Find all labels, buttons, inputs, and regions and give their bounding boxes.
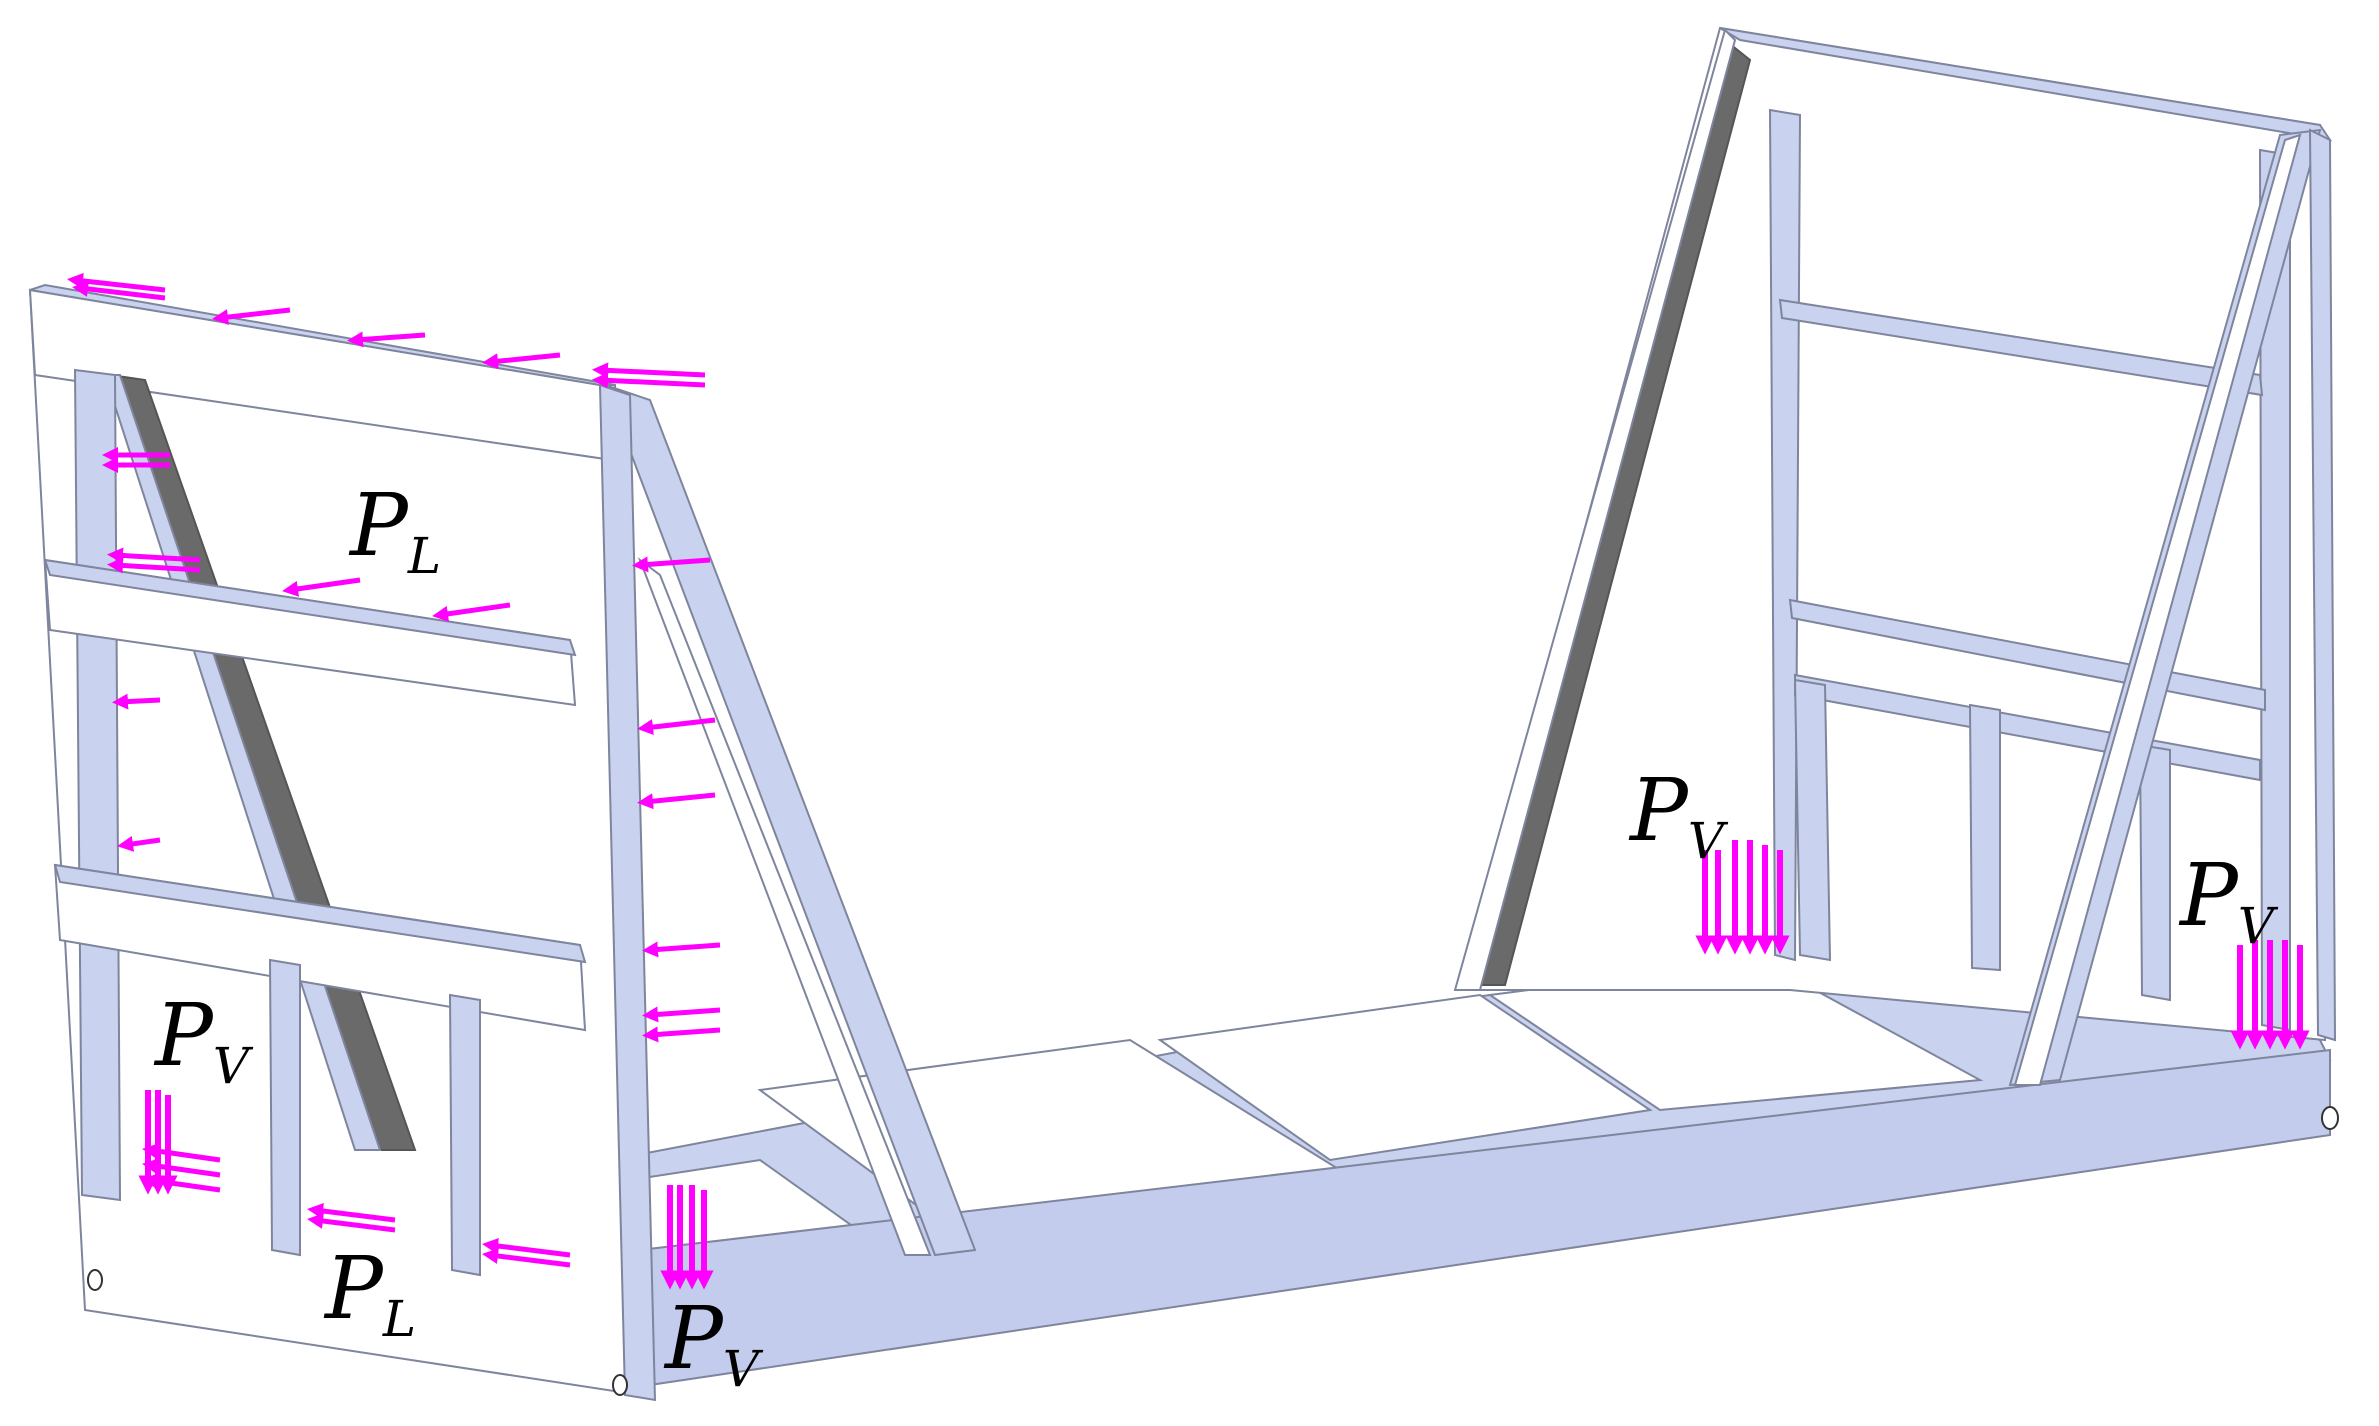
arrow-icon xyxy=(307,1213,396,1233)
arrow-icon xyxy=(592,372,706,389)
arrow-icon xyxy=(282,577,361,597)
arrow-icon xyxy=(642,941,721,958)
left-end-frame xyxy=(28,283,977,1402)
label-pv-right-inner: PV xyxy=(1628,761,1729,870)
arrow-icon xyxy=(307,1203,396,1223)
arrow-icon xyxy=(592,362,706,379)
load-labels: PL PV PL PV PV PV xyxy=(153,476,2279,1398)
longitudinal-load-arrows xyxy=(67,272,721,1268)
arrow-icon xyxy=(637,717,716,736)
arrow-icon xyxy=(642,1006,721,1023)
arrow-icon xyxy=(212,307,291,326)
label-pl-lower: PL xyxy=(323,1239,416,1348)
arrow-icon xyxy=(67,272,166,293)
arrow-icon xyxy=(107,547,201,564)
arrow-icon xyxy=(347,331,426,348)
label-pv-left: PV xyxy=(153,986,254,1095)
right-end-frame xyxy=(1453,26,2337,1087)
arrow-icon xyxy=(482,1238,571,1258)
arrow-icon xyxy=(142,1143,221,1163)
label-pl-upper: PL xyxy=(348,476,441,585)
arrow-icon xyxy=(142,1158,221,1178)
label-pv-right-outer: PV xyxy=(2178,846,2279,955)
label-pv-front: PV xyxy=(663,1289,764,1398)
arrow-icon xyxy=(637,792,716,810)
arrow-icon xyxy=(642,1026,721,1043)
arrow-icon xyxy=(107,557,201,574)
arrow-icon xyxy=(117,835,161,852)
arrow-icon xyxy=(482,352,561,370)
arrow-icon xyxy=(482,1248,571,1268)
arrow-icon xyxy=(112,693,161,710)
arrow-icon xyxy=(432,602,511,622)
arrow-icon xyxy=(72,280,166,301)
arrow-icon xyxy=(632,556,711,573)
vertical-load-arrows xyxy=(138,840,2310,1290)
